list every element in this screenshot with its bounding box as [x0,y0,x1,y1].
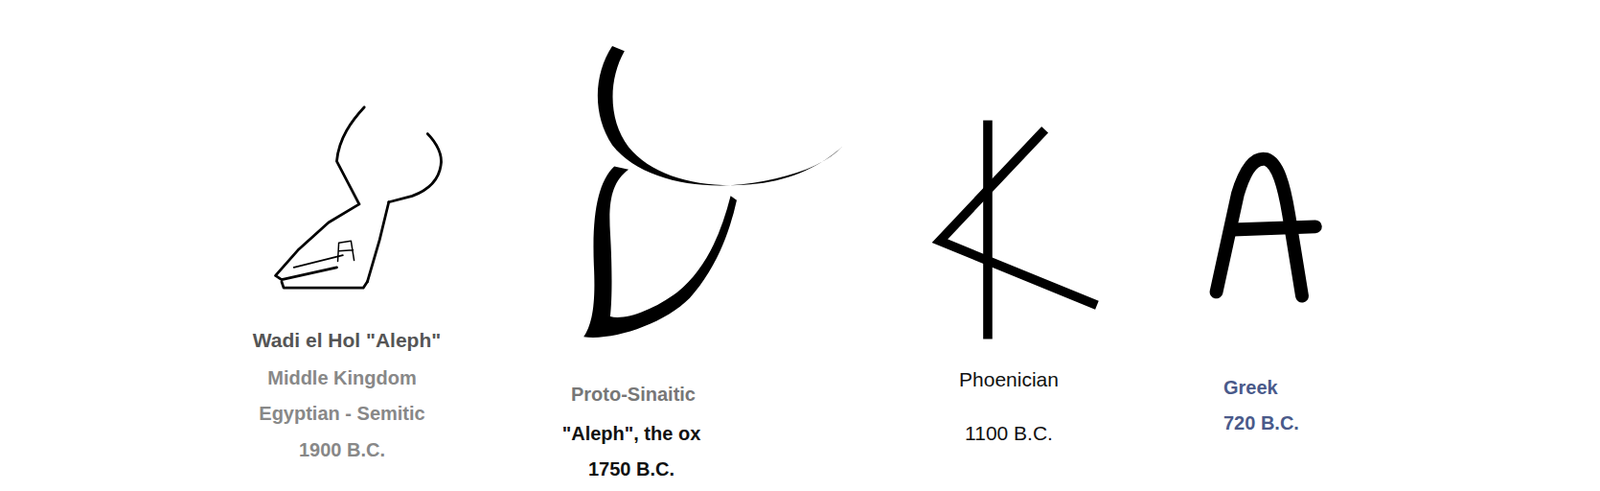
script-name: Wadi el Hol "Aleph" [252,327,441,352]
date-label: 1750 B.C. [588,457,675,480]
origin-label: Egyptian - Semitic [258,401,425,425]
period-label: Middle Kingdom [267,365,417,389]
script-name: Proto-Sinaitic [571,382,696,406]
date-label: 720 B.C. [1223,411,1300,435]
script-name: Phoenician [959,366,1059,391]
proto-sinaitic-ox-sign [583,45,844,338]
meaning-label: "Aleph", the ox [562,421,702,445]
phoenician-aleph [939,120,1098,340]
date-label: 1100 B.C. [964,420,1053,445]
date-label: 1900 B.C. [298,437,386,461]
wadi-el-hol-ox-head [275,107,442,288]
greek-alpha [1216,159,1316,297]
script-name: Greek [1223,375,1279,399]
